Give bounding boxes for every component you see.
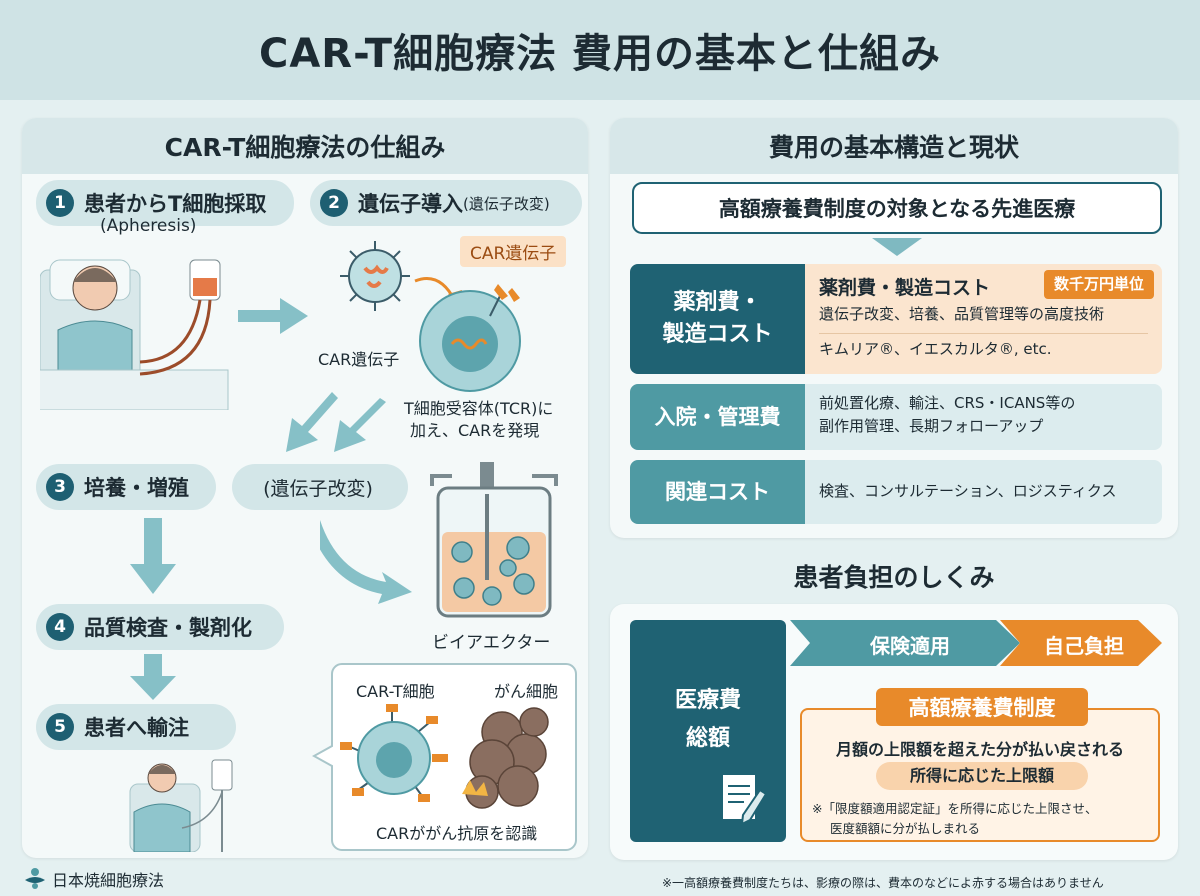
- self-pay-label: 自己負担: [1044, 634, 1124, 658]
- step-2: 2 遺伝子導入 (遺伝子改変): [310, 180, 582, 226]
- step-1-number: 1: [46, 189, 74, 217]
- arrow-down-3-4: [130, 518, 176, 594]
- insurance-chevron: [790, 620, 1020, 666]
- cert-note-line2: 医度額額に分が払しまれる: [830, 821, 981, 836]
- page-title: CAR-T細胞療法 費用の基本と仕組み: [258, 31, 942, 77]
- step-4-number: 4: [46, 613, 74, 641]
- hospital-line2: 副作用管理、長期フォローアップ: [819, 417, 1044, 436]
- patient-infusion-illustration: [129, 759, 233, 852]
- cost-row-drug-detail: 薬剤費・製造コスト 遺伝子改変、培養、品質管理等の高度技術 キムリア®、イエスカ…: [805, 264, 1162, 374]
- cost-row-related-detail: 検査、コンサルテーション、ロジスティクス: [805, 460, 1162, 524]
- cancer-cell-label: がん細胞: [494, 682, 559, 701]
- recognize-label: CARががん抗原を認識: [376, 824, 538, 843]
- drug-detail-line1: 遺伝子改変、培養、品質管理等の高度技術: [819, 305, 1105, 324]
- document-pen-icon: [721, 773, 768, 826]
- arrow-to-bioreactor: [320, 520, 412, 604]
- bioreactor-label: ビイアエクター: [432, 633, 551, 653]
- arrows-to-culture: [286, 392, 386, 452]
- cost-row-drug-name: 薬剤費・製造コスト: [630, 264, 805, 374]
- step-4-label: 品質検査・製剤化: [84, 616, 252, 640]
- tcr-note-line2: 加え、CARを発現: [410, 421, 540, 440]
- cost-structure-heading: 費用の基本構造と現状: [610, 118, 1178, 174]
- drug-name-line2: 製造コスト: [662, 322, 773, 347]
- cost-row-hospital-detail: 前処置化療、輸注、CRS・ICANS等の 副作用管理、長期フォローアップ: [805, 384, 1162, 450]
- self-pay-chevron: [1000, 620, 1162, 666]
- step-2-number: 2: [320, 189, 348, 217]
- insurance-label: 保険適用: [870, 634, 950, 658]
- step-3: 3 培養・増殖: [36, 464, 216, 510]
- refund-text: 月額の上限額を超えた分が払い戻される: [835, 740, 1124, 759]
- related-line1: 検査、コンサルテーション、ロジスティクス: [819, 482, 1117, 501]
- banner-down-triangle: [872, 238, 922, 256]
- mechanism-heading: CAR-T細胞療法の仕組み: [22, 118, 588, 174]
- cost-row-hospital: 入院・管理費 前処置化療、輸注、CRS・ICANS等の 副作用管理、長期フォロー…: [630, 384, 1162, 450]
- advanced-care-banner: 高額療養費制度の対象となる先進医療: [632, 182, 1162, 234]
- hospital-name: 入院・管理費: [630, 384, 805, 450]
- income-limit: 所得に応じた上限額: [876, 762, 1088, 790]
- related-name: 関連コスト: [630, 460, 805, 524]
- hospital-line1: 前処置化療、輸注、CRS・ICANS等の: [819, 394, 1076, 412]
- drug-name-line1: 薬剤費・: [673, 290, 762, 316]
- gene-mod-pill: (遺伝子改変): [232, 464, 408, 510]
- arrow-right: [238, 298, 308, 334]
- total-line2: 総額: [685, 726, 730, 751]
- cost-badge: 数千万円単位: [1043, 270, 1154, 300]
- step-3-label: 培養・増殖: [84, 476, 189, 500]
- recognition-bubble: [312, 663, 577, 851]
- org-logo-icon: [25, 868, 45, 889]
- burden-heading: 患者負担のしくみ: [793, 563, 995, 592]
- cart-cell-label: CAR-T細胞: [356, 682, 435, 701]
- drug-detail-title: 薬剤費・製造コスト: [819, 277, 991, 299]
- tcr-note-line1: T細胞受容体(TCR)に: [404, 399, 554, 418]
- step-5: 5 患者へ輸注: [36, 704, 236, 750]
- high-cost-system-title: 高額療養費制度: [876, 688, 1088, 726]
- step-2-label: 遺伝子導入: [358, 192, 463, 216]
- footer-note: ※一高額療養費制度たちは、影療の際は、費本のなどによ赤する場合はありません: [662, 876, 1104, 890]
- total-cost-block: 医療費 総額: [630, 620, 786, 842]
- step-1: 1 患者からT細胞採取: [36, 180, 294, 226]
- car-gene-label: CAR遺伝子: [318, 350, 400, 369]
- bioreactor-illustration: [430, 462, 558, 618]
- cert-note-line1: ※「限度額適用認定証」を所得に応じた上限させ、: [812, 801, 1098, 816]
- patient-apheresis-illustration: [40, 259, 229, 410]
- step-4: 4 品質検査・製剤化: [36, 604, 284, 650]
- org-name: 日本焼細胞療法: [52, 871, 165, 890]
- step-1-sub: (Apheresis): [100, 216, 197, 236]
- arrow-down-4-5: [130, 654, 176, 700]
- gene-transduction-illustration: [340, 241, 521, 392]
- step-3-number: 3: [46, 473, 74, 501]
- cost-row-related: 関連コスト 検査、コンサルテーション、ロジスティクス: [630, 460, 1162, 524]
- step-2-sub: (遺伝子改変): [463, 194, 550, 213]
- step-5-label: 患者へ輸注: [84, 716, 189, 740]
- total-line1: 医療費: [674, 688, 741, 713]
- step-5-number: 5: [46, 713, 74, 741]
- step-1-label: 患者からT細胞採取: [84, 192, 267, 216]
- title-bar: CAR-T細胞療法 費用の基本と仕組み: [0, 0, 1200, 100]
- car-gene-tag: CAR遺伝子: [460, 236, 567, 267]
- cost-row-drug: 薬剤費・製造コスト 薬剤費・製造コスト 遺伝子改変、培養、品質管理等の高度技術 …: [630, 264, 1162, 374]
- drug-detail-line2: キムリア®、イエスカルタ®, etc.: [819, 339, 1052, 358]
